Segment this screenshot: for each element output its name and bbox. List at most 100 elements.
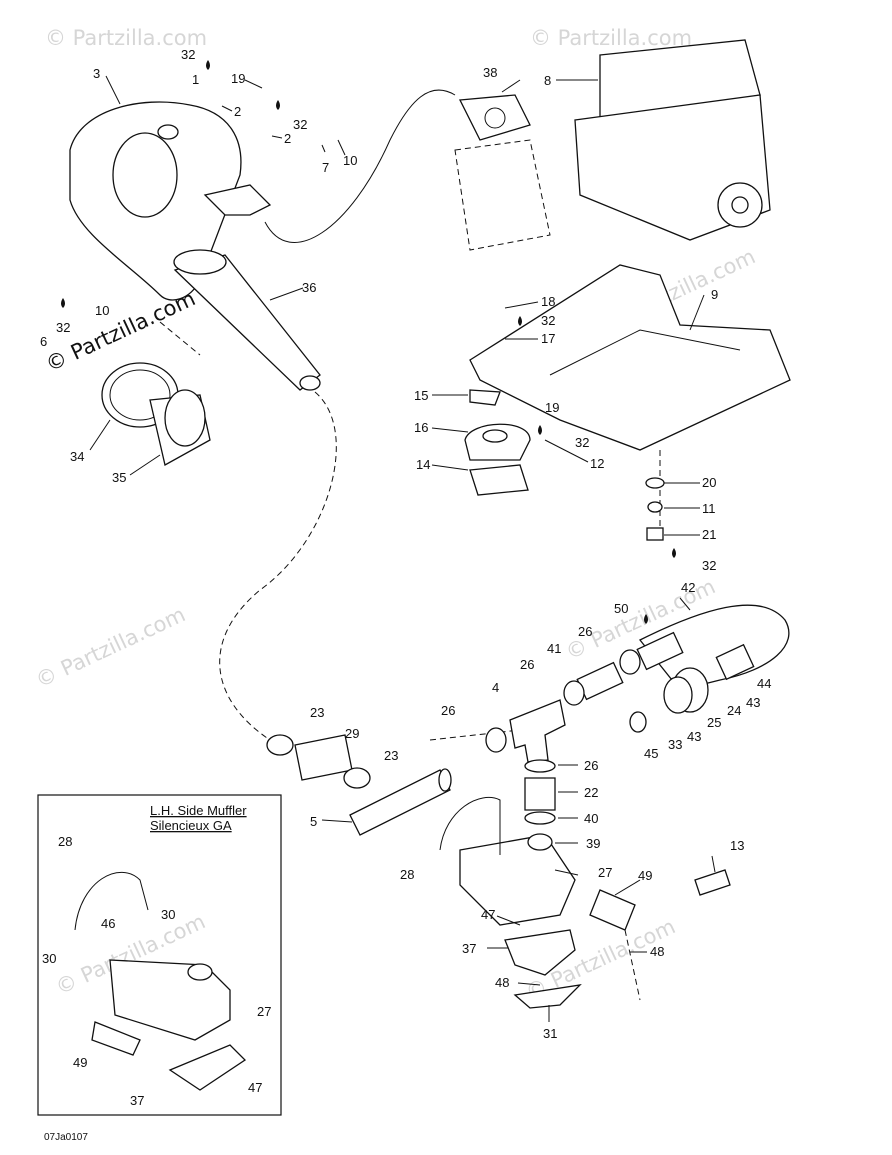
- callout-5: 5: [310, 814, 317, 829]
- clamp-40: [524, 811, 556, 825]
- callout-14: 14: [416, 457, 430, 472]
- muffler-27: [459, 834, 576, 926]
- leader-47: [496, 915, 521, 926]
- tuned-pipe-bracket: [203, 184, 272, 216]
- routing-line-muffler: [219, 391, 337, 741]
- routing-line-clamp: [159, 321, 201, 356]
- callout-33: 33: [668, 737, 682, 752]
- callout-28b: 28: [58, 834, 72, 849]
- muffler: [439, 796, 731, 1009]
- cylinder-ghost: [454, 139, 551, 251]
- inset-strap-28: [74, 871, 149, 931]
- muffler-inlet-39: [527, 833, 553, 851]
- bracket-37: [504, 929, 576, 976]
- hose-upper: [636, 631, 684, 671]
- callout-15: 15: [414, 388, 428, 403]
- engine-shaft: [731, 196, 749, 214]
- callout-26d: 26: [584, 758, 598, 773]
- washer-20: [645, 477, 665, 489]
- callout-31: 31: [543, 1026, 557, 1041]
- leader-48a: [517, 982, 541, 986]
- drawing-code: 07Ja0107: [44, 1132, 88, 1143]
- callout-18: 18: [541, 294, 555, 309]
- washer-11: [647, 501, 663, 513]
- callout-40: 40: [584, 811, 598, 826]
- callout-32d: 32: [541, 313, 555, 328]
- leader-7: [321, 144, 326, 153]
- callout-10b: 10: [95, 303, 109, 318]
- inset-lh-muffler: L.H. Side Muffler Silencieux GA 07Ja0107: [37, 794, 282, 1143]
- cone-pipe-outlet: [299, 375, 321, 391]
- leader-42: [679, 597, 691, 611]
- strap-28: [439, 796, 501, 855]
- clamp-26-a: [563, 680, 585, 706]
- watermark-mid-left: © Partzilla.com: [32, 602, 189, 692]
- routing-line-pipe: [429, 729, 521, 741]
- callout-38: 38: [483, 65, 497, 80]
- callout-45: 45: [644, 746, 658, 761]
- callout-23b: 23: [384, 748, 398, 763]
- callout-44: 44: [757, 676, 771, 691]
- cone-pipe-inlet: [173, 249, 227, 275]
- callout-48b: 48: [650, 944, 664, 959]
- hoses-clamps: [266, 631, 684, 836]
- callout-49b: 49: [73, 1055, 87, 1070]
- leader-49: [614, 879, 641, 896]
- callout-6: 6: [40, 334, 47, 349]
- leader-34: [89, 419, 111, 451]
- leader-19a: [244, 79, 263, 89]
- callout-4: 4: [492, 680, 499, 695]
- callout-13: 13: [730, 838, 744, 853]
- callout-50: 50: [614, 601, 628, 616]
- clamp-26-b: [619, 649, 641, 675]
- clamp-45: [629, 711, 647, 733]
- callout-39: 39: [586, 836, 600, 851]
- sleeve-outlet: [715, 643, 755, 681]
- leader-18: [504, 301, 539, 309]
- callout-26c: 26: [441, 703, 455, 718]
- callout-30b: 30: [161, 907, 175, 922]
- callout-47a: 47: [481, 907, 495, 922]
- callout-20: 20: [702, 475, 716, 490]
- inset-bracket-37: [168, 1044, 247, 1091]
- gasket-25: [663, 676, 693, 714]
- callout-32c: 32: [56, 320, 70, 335]
- leader-35: [129, 454, 161, 476]
- hardware-stack: [645, 477, 665, 541]
- support-plate-rib: [549, 329, 741, 376]
- callout-11: 11: [702, 501, 716, 516]
- drop-icon: [644, 614, 648, 624]
- sealant-drops: [61, 60, 676, 624]
- drop-icon: [276, 100, 280, 110]
- support-plate: [469, 264, 791, 451]
- drop-icon: [206, 60, 210, 70]
- gasket: [458, 94, 531, 141]
- rubber-mount: [464, 389, 531, 496]
- leader-2a: [221, 105, 233, 112]
- cone-pipe-body: [173, 254, 321, 391]
- leader-10a: [337, 139, 346, 156]
- drop-icon: [538, 425, 542, 435]
- callout-23a: 23: [310, 705, 324, 720]
- callout-37a: 37: [462, 941, 476, 956]
- drop-icon: [518, 316, 522, 326]
- callout-1: 1: [192, 72, 199, 87]
- callout-17: 17: [541, 331, 555, 346]
- callout-48a: 48: [495, 975, 509, 990]
- inset-muffler-inlet: [187, 963, 213, 981]
- callout-49a: 49: [638, 868, 652, 883]
- callout-22: 22: [584, 785, 598, 800]
- drop-icon: [61, 298, 65, 308]
- callout-2b: 2: [284, 131, 291, 146]
- clamp-26-d: [524, 759, 556, 773]
- callout-16: 16: [414, 420, 428, 435]
- callout-32f: 32: [702, 558, 716, 573]
- callout-32b: 32: [293, 117, 307, 132]
- watermark-top-left: © Partzilla.com: [45, 26, 207, 50]
- exhaust-outlet: [638, 604, 790, 714]
- tee-4: [509, 699, 566, 763]
- shim-15: [469, 389, 501, 406]
- inset-title-en: L.H. Side Muffler: [150, 803, 247, 818]
- tie-13: [694, 869, 731, 896]
- hose-29: [294, 734, 353, 781]
